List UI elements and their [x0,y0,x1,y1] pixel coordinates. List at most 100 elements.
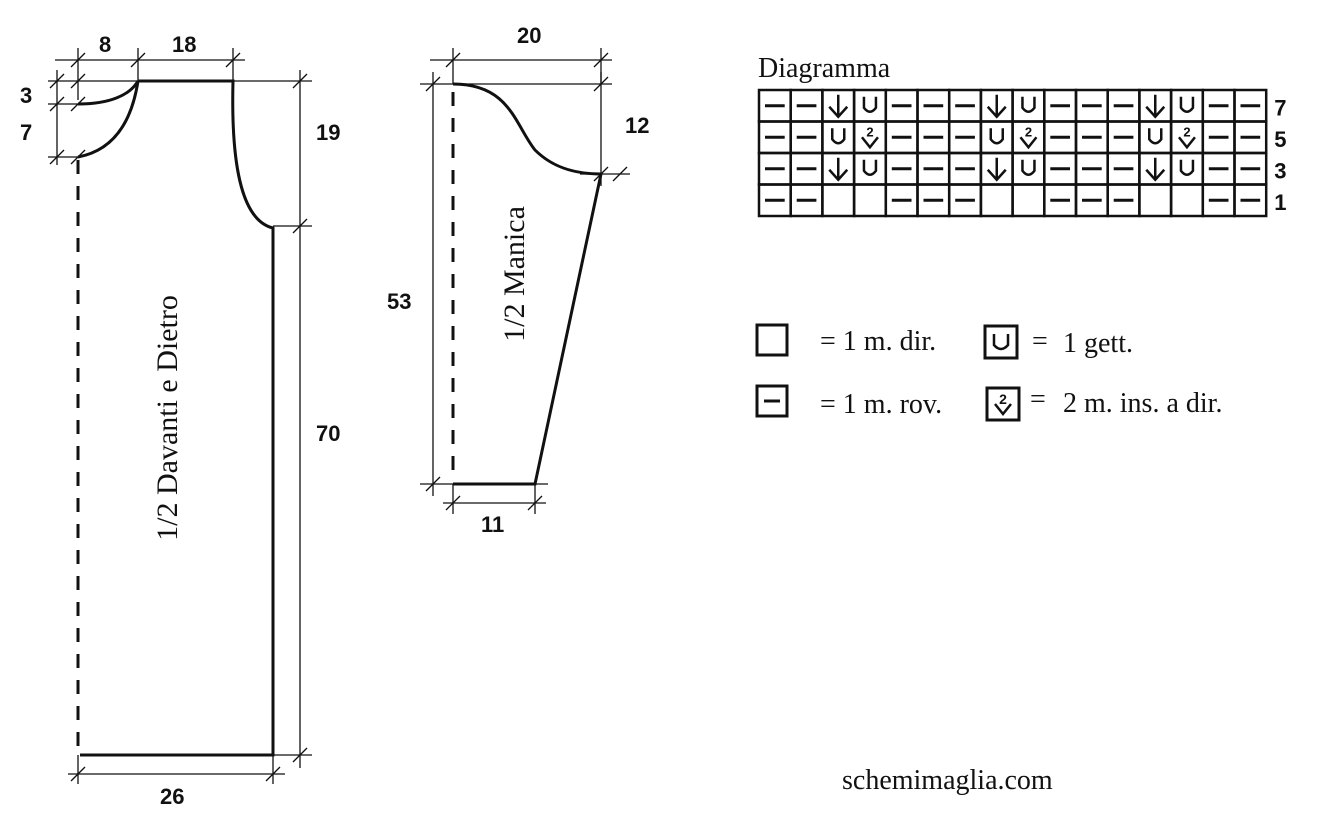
chart-cell [1138,88,1173,123]
chart-cell [1043,120,1078,155]
body-neck-drop-top: 3 [20,83,32,108]
chart-cell [757,151,792,186]
chart-cell [789,151,824,186]
chart-cell [1106,183,1141,218]
chart-cell [947,88,983,123]
body-neck-width: 8 [99,32,111,57]
svg-text:2: 2 [1025,124,1032,139]
chart-cell [1043,183,1078,218]
site-watermark: schemimaglia.com [842,765,1053,796]
chart-cell [884,88,919,123]
legend-purl-text: = 1 m. rov. [820,389,942,420]
chart-cell [1011,151,1046,186]
knit-symbol [755,323,789,357]
svg-text:2: 2 [866,124,873,139]
chart-cell [852,88,888,123]
chart-cell [1106,88,1141,123]
legend-yarn-over-text: 1 gett. [1063,328,1133,359]
chart-cell [916,183,951,218]
chart-cell [1169,88,1205,123]
chart-row-label: 3 [1274,159,1286,184]
chart-cell [1138,151,1173,186]
sleeve-cap-height: 12 [625,113,649,138]
chart-cell [979,120,1014,155]
chart-row-labels: 7 5 3 1 [1274,96,1286,216]
chart-grid: 2 2 2 [757,88,1268,218]
chart-cell [947,151,983,186]
chart-cell [1201,88,1236,123]
body-neckline [77,80,140,106]
chart-cell [1201,151,1236,186]
chart-cell [1233,88,1268,123]
chart-cell [1169,151,1205,186]
svg-text:2: 2 [1183,124,1190,139]
sleeve-top-width: 20 [517,23,541,48]
chart-cell [1233,120,1268,155]
k2tog-symbol: 2 [985,386,1021,422]
body-outline [80,79,275,757]
chart-cell [1074,151,1109,186]
chart-cell [757,183,792,218]
chart-cell [1011,183,1046,218]
legend-k2tog-eq: = [1030,384,1046,415]
chart-cell [852,183,888,218]
sleeve-piece-label: 1/2 Manica [498,206,531,342]
chart-cell [1201,183,1236,218]
body-neck-drop: 7 [20,120,32,145]
chart-cell: 2 [1011,120,1046,155]
chart-cell [1201,120,1236,155]
chart-row-label: 1 [1274,190,1286,215]
chart-cell [1074,120,1109,155]
chart-cell [916,151,951,186]
chart-cell [1106,120,1141,155]
chart-cell [1106,151,1141,186]
chart-cell [1138,183,1173,218]
chart-cell [979,151,1014,186]
chart-cell [1074,88,1109,123]
chart-cell: 2 [1169,120,1205,155]
chart-row-label: 7 [1274,96,1286,121]
chart-cell [821,120,856,155]
body-piece: 8 18 3 7 19 70 26 1/2 Davanti e Dietro [20,32,340,809]
chart-cell [1074,183,1109,218]
body-piece-label: 1/2 Davanti e Dietro [151,295,184,541]
chart-row-label: 5 [1274,127,1286,152]
chart-cell [789,183,824,218]
chart-cell [789,120,824,155]
chart-title: Diagramma [758,53,891,84]
chart-cell [852,151,888,186]
sleeve-length: 53 [387,289,411,314]
body-armhole-height: 19 [316,120,340,145]
chart-cell [979,88,1014,123]
sleeve-cuff-width: 11 [481,512,504,537]
chart-cell [1138,120,1173,155]
yarn-over-symbol [983,324,1019,360]
purl-symbol [755,384,789,418]
legend-knit-text: = 1 m. dir. [820,326,936,357]
sleeve-piece: 20 12 53 11 1/2 Manica [387,23,649,537]
chart-cell [821,183,856,218]
body-side-height: 70 [316,421,340,446]
body-shoulder-width: 18 [172,32,196,57]
chart-cell [979,183,1014,218]
chart-cell: 2 [852,120,888,155]
chart-cell [1043,88,1078,123]
stitch-chart: Diagramma 2 2 2 7 5 3 1 [757,53,1286,218]
chart-cell [1169,183,1205,218]
legend: = 1 m. dir. = 1 gett. = 1 m. rov. 2 = 2 … [755,323,1222,422]
body-neckline-back [77,80,140,159]
chart-cell [821,88,856,123]
svg-text:2: 2 [999,391,1007,407]
legend-k2tog-text: 2 m. ins. a dir. [1063,388,1222,419]
chart-cell [916,120,951,155]
chart-cell [947,183,983,218]
chart-cell [1011,88,1046,123]
chart-cell [884,183,919,218]
chart-cell [1043,151,1078,186]
body-hem-width: 26 [160,784,184,809]
legend-yarn-over-eq: = [1032,326,1048,357]
chart-cell [947,120,983,155]
chart-cell [916,88,951,123]
chart-cell [757,120,792,155]
